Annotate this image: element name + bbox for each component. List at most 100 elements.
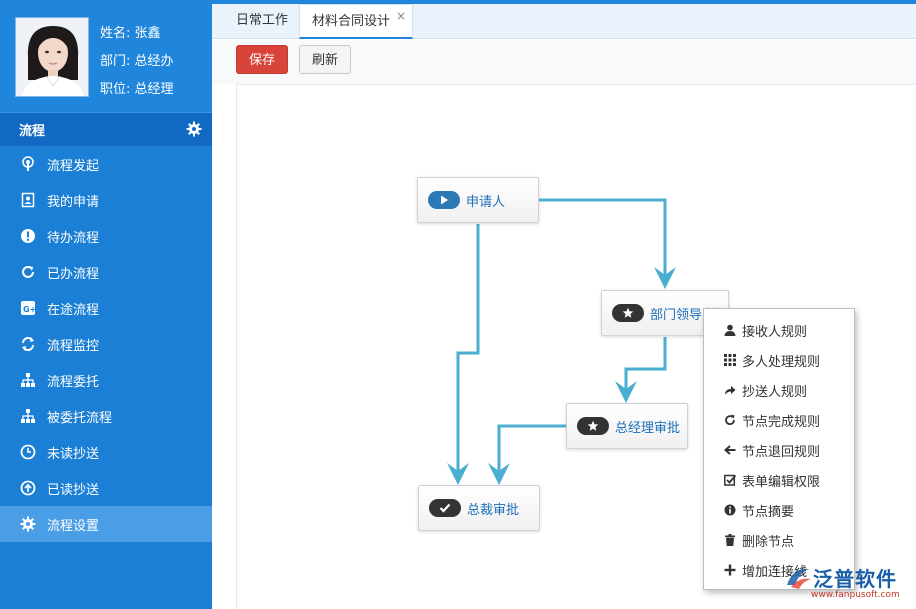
sidebar-item-label: 流程委托 — [47, 374, 100, 390]
menu-item-label: 删除节点 — [742, 534, 795, 550]
sidebar-item-label: 流程监控 — [47, 338, 100, 354]
sidebar: 姓名: 张鑫 部门: 总经办 职位: 总经理 流程 — [0, 0, 212, 609]
sidebar-item-my-applications[interactable]: 我的申请 — [0, 182, 212, 218]
section-title: 流程 — [19, 124, 46, 139]
save-button[interactable]: 保存 — [236, 45, 289, 74]
flow-node-applicant[interactable]: 申请人 — [417, 177, 539, 223]
menu-item-label: 抄送人规则 — [742, 384, 808, 400]
menu-item-delete-node[interactable]: 删除节点 — [704, 525, 854, 555]
tab-bar: 日常工作 材料合同设计 × — [212, 4, 916, 39]
node-label: 总经理审批 — [615, 420, 681, 436]
arrowhead — [447, 463, 469, 485]
sidebar-item-flow-settings[interactable]: 流程设置 — [0, 506, 212, 542]
check-icon — [429, 499, 461, 517]
grid-icon — [724, 354, 736, 366]
podcast-icon — [20, 156, 36, 172]
contact-icon — [20, 192, 36, 208]
watermark: 泛普软件 www.fanpusoft.com — [783, 563, 913, 605]
menu-item-label: 节点退回规则 — [742, 444, 821, 460]
tab-daily-work[interactable]: 日常工作 — [224, 4, 300, 39]
star-icon — [612, 304, 644, 322]
connector-gm-president — [497, 424, 567, 477]
sitemap-icon — [20, 408, 36, 424]
sidebar-item-flow-start[interactable]: 流程发起 — [0, 146, 212, 182]
profile-info: 姓名: 张鑫 部门: 总经办 职位: 总经理 — [100, 20, 174, 104]
menu-item-label: 增加连接线 — [742, 564, 808, 580]
clock-icon — [20, 444, 36, 460]
arrowhead — [488, 463, 510, 485]
profile-position: 职位: 总经理 — [100, 82, 174, 97]
sitemap-icon — [20, 372, 36, 388]
flow-node-president[interactable]: 总裁审批 — [418, 485, 540, 531]
menu-item-add-connector[interactable]: 增加连接线 — [704, 555, 854, 585]
section-header-flow: 流程 — [0, 112, 212, 146]
user-icon — [724, 324, 736, 336]
refresh-icon — [724, 414, 736, 426]
check-square-icon — [724, 474, 736, 486]
tab-label: 日常工作 — [236, 13, 289, 28]
menu-item-node-complete-rule[interactable]: 节点完成规则 — [704, 405, 854, 435]
tab-label: 材料合同设计 — [312, 14, 391, 29]
tab-material-contract-design[interactable]: 材料合同设计 × — [299, 4, 414, 39]
flow-connectors — [447, 198, 676, 485]
gear-icon[interactable] — [186, 121, 202, 137]
sidebar-item-delegated-flows[interactable]: 被委托流程 — [0, 398, 212, 434]
arrowhead — [615, 381, 637, 403]
sidebar-item-in-transit-flows[interactable]: G+ 在途流程 — [0, 290, 212, 326]
star-icon — [577, 417, 609, 435]
gear-icon — [20, 516, 36, 532]
close-icon[interactable]: × — [395, 9, 407, 23]
sidebar-item-read-cc[interactable]: 已读抄送 — [0, 470, 212, 506]
menu-item-multi-handler-rule[interactable]: 多人处理规则 — [704, 345, 854, 375]
up-circle-icon — [20, 480, 36, 496]
connector-applicant-dept — [539, 198, 667, 281]
flow-node-gm[interactable]: 总经理审批 — [566, 403, 688, 449]
user-profile: 姓名: 张鑫 部门: 总经办 职位: 总经理 — [0, 0, 212, 112]
sidebar-item-unread-cc[interactable]: 未读抄送 — [0, 434, 212, 470]
refresh-button[interactable]: 刷新 — [299, 45, 352, 74]
sidebar-item-flow-delegate[interactable]: 流程委托 — [0, 362, 212, 398]
sidebar-item-todo-flows[interactable]: 待办流程 — [0, 218, 212, 254]
menu-item-label: 多人处理规则 — [742, 354, 821, 370]
toolbar: 保存 刷新 — [212, 40, 916, 84]
profile-department: 部门: 总经办 — [100, 54, 174, 69]
fanpu-logo-icon — [787, 568, 811, 589]
sidebar-item-label: 未读抄送 — [47, 446, 100, 462]
menu-item-label: 节点完成规则 — [742, 414, 821, 430]
watermark-url: www.fanpusoft.com — [811, 590, 900, 600]
sidebar-item-label: 待办流程 — [47, 230, 100, 246]
menu-item-form-edit-permission[interactable]: 表单编辑权限 — [704, 465, 854, 495]
connector-dept-gm — [624, 337, 667, 395]
menu-item-receiver-rule[interactable]: 接收人规则 — [704, 315, 854, 345]
sidebar-nav: 流程发起 我的申请 待办流程 已办流程 G+ 在途流程 — [0, 146, 212, 542]
menu-item-label: 表单编辑权限 — [742, 474, 821, 490]
node-context-menu: 接收人规则 多人处理规则 抄送人规则 节点完成规则 节点退回规则 表单编辑权限 — [703, 308, 855, 590]
node-label: 总裁审批 — [467, 502, 520, 518]
plus-icon — [724, 564, 736, 576]
node-label: 申请人 — [466, 194, 506, 210]
sync-icon — [20, 336, 36, 352]
sidebar-item-label: 已读抄送 — [47, 482, 100, 498]
menu-item-label: 节点摘要 — [742, 504, 795, 520]
connector-applicant-president — [456, 224, 480, 477]
menu-item-label: 接收人规则 — [742, 324, 808, 340]
menu-item-cc-rule[interactable]: 抄送人规则 — [704, 375, 854, 405]
exclamation-icon — [20, 228, 36, 244]
arrow-left-icon — [724, 444, 736, 456]
avatar — [15, 17, 89, 97]
menu-item-node-summary[interactable]: 节点摘要 — [704, 495, 854, 525]
sidebar-item-label: 被委托流程 — [47, 410, 113, 426]
watermark-brand: 泛普软件 — [813, 567, 897, 591]
trash-icon — [724, 534, 736, 546]
sidebar-item-done-flows[interactable]: 已办流程 — [0, 254, 212, 290]
gplus-icon: G+ — [20, 300, 36, 316]
avatar-photo-icon — [16, 18, 88, 96]
sidebar-item-label: 在途流程 — [47, 302, 100, 318]
svg-text:G+: G+ — [23, 305, 36, 314]
arrowhead — [654, 267, 676, 289]
info-icon — [724, 504, 736, 516]
menu-item-node-return-rule[interactable]: 节点退回规则 — [704, 435, 854, 465]
sidebar-item-label: 已办流程 — [47, 266, 100, 282]
play-icon — [428, 191, 460, 209]
sidebar-item-flow-monitor[interactable]: 流程监控 — [0, 326, 212, 362]
